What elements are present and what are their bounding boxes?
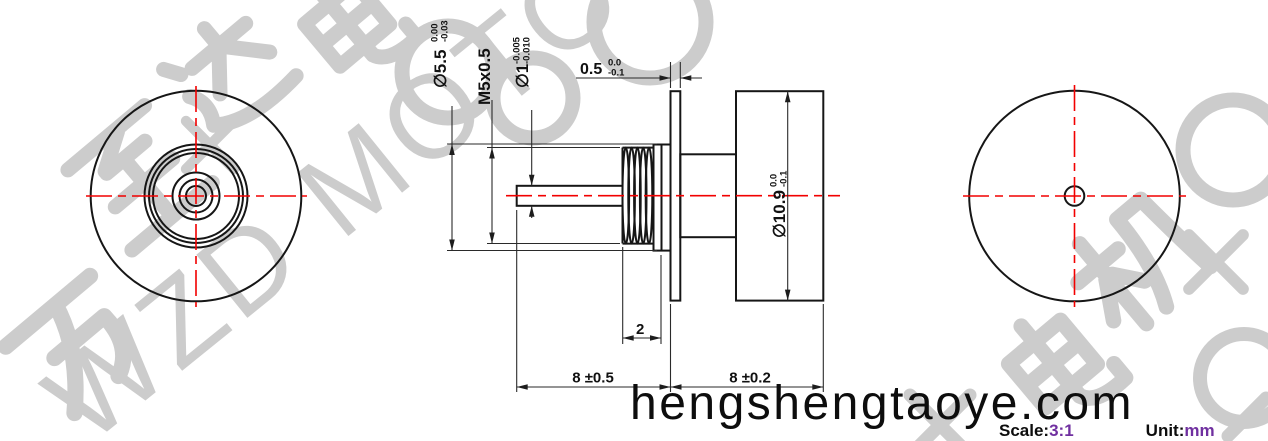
scale-value: 3:1 [1049,421,1074,440]
svg-text:-0.1: -0.1 [779,170,790,187]
svg-text:∅5.5: ∅5.5 [431,50,450,88]
dimension-lines [451,77,824,388]
svg-text:0.0: 0.0 [769,174,780,187]
svg-text:-0.1: -0.1 [608,68,625,79]
svg-text:∅10.9: ∅10.9 [770,190,789,238]
dimension-arrows [449,75,824,390]
dim-label-front-length: 8 ±0.5 [572,370,614,387]
svg-text:0.5: 0.5 [580,61,602,78]
dim-label-rear-length: 8 ±0.2 [729,370,771,387]
scale-unit-line: Scale:3:1 Unit:mm [999,421,1215,441]
svg-text:0.00: 0.00 [430,24,441,43]
svg-text:∅1: ∅1 [513,64,532,88]
svg-text:M5x0.5: M5x0.5 [475,48,494,105]
unit-value: mm [1184,421,1215,440]
unit-label: Unit: [1145,421,1185,440]
svg-text:-0.010: -0.010 [522,37,533,64]
website-watermark: hengshengtaoye.com [630,377,1134,430]
svg-text:0.0: 0.0 [608,58,621,69]
svg-text:-0.005: -0.005 [512,36,523,64]
dim-label-dia55: ∅5.5 0.00 -0.03 [430,20,451,88]
svg-text:-0.03: -0.03 [440,20,451,42]
dim-label-thread-length: 2 [636,321,644,338]
front-view [86,86,307,307]
rear-view [963,85,1186,307]
dim-label-dia1: ∅1 -0.005 -0.010 [512,36,533,88]
dimension-labels: ∅5.5 0.00 -0.03 M5x0.5 ∅1 -0.005 -0.010 … [430,20,790,386]
side-view [506,90,840,302]
dim-label-dia109: ∅10.9 0.0 -0.1 [769,170,790,238]
dim-label-flange-thickness: 0.5 0.0 -0.1 [580,58,625,79]
dim-label-thread: M5x0.5 [475,48,494,105]
scale-label: Scale: [999,421,1050,440]
extension-lines [447,62,824,392]
